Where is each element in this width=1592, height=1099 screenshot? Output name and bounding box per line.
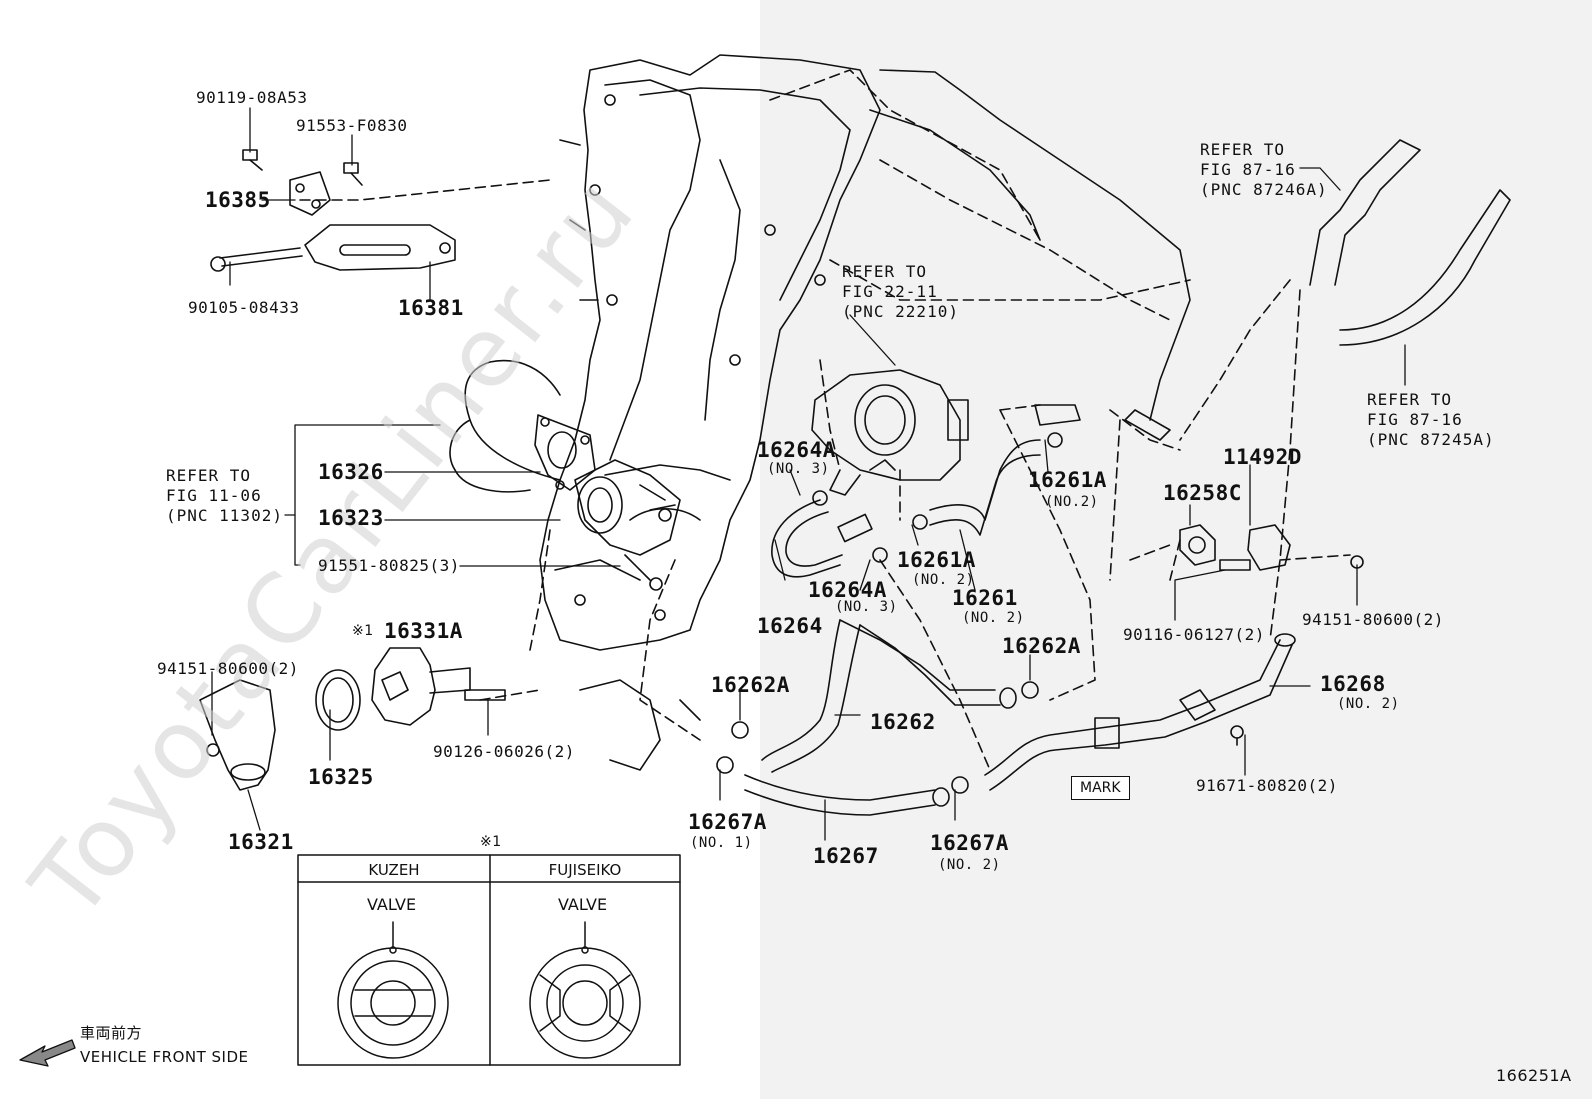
hose-16264 xyxy=(771,499,873,578)
part-label-16326[interactable]: 16326 xyxy=(318,460,384,484)
part-label-91671-80820[interactable]: 91671-80820(2) xyxy=(1196,776,1338,795)
part-label-16264A-upper[interactable]: 16264A xyxy=(757,438,836,462)
hose-16262 xyxy=(761,619,1017,773)
clamps xyxy=(716,432,1063,794)
engine-block-outline xyxy=(449,54,1191,771)
water-inlet-16323 xyxy=(574,459,681,591)
part-label-16267A-no2[interactable]: 16267A xyxy=(930,831,1009,855)
part-label-16261A-mid[interactable]: 16261A xyxy=(897,548,976,572)
gasket-16326 xyxy=(534,414,596,491)
valve-label-kuzeh: VALVE xyxy=(367,895,417,914)
nut-94151-right xyxy=(1350,555,1364,569)
vehicle-front-text-en: VEHICLE FRONT SIDE xyxy=(80,1048,249,1066)
part-label-16385[interactable]: 16385 xyxy=(205,188,271,212)
leader-lines xyxy=(211,107,1406,841)
hose-16261 xyxy=(929,439,1041,536)
part-label-16267[interactable]: 16267 xyxy=(813,844,879,868)
reference-fig-87-16-87246A[interactable]: REFER TO FIG 87-16 (PNC 87246A) xyxy=(1200,140,1328,199)
part-label-16268[interactable]: 16268 xyxy=(1320,672,1386,696)
reference-fig-11-06[interactable]: REFER TO FIG 11-06 (PNC 11302) xyxy=(166,466,283,525)
part-label-16323[interactable]: 16323 xyxy=(318,506,384,530)
dashed-cover-outline xyxy=(299,69,1351,771)
bolt-90116 xyxy=(1219,559,1251,571)
part-sub-16267A-no2: (NO. 2) xyxy=(938,857,1001,873)
table-header-fujiseiko: FUJISEIKO xyxy=(548,861,622,879)
part-label-16261A-right[interactable]: 16261A xyxy=(1028,468,1107,492)
part-label-16258C[interactable]: 16258C xyxy=(1163,481,1242,505)
reference-fig-22-11[interactable]: REFER TO FIG 22-11 (PNC 22210) xyxy=(842,262,959,321)
gasket-16325 xyxy=(315,669,361,731)
mark-label: MARK xyxy=(1071,776,1130,800)
shaded-background-panel xyxy=(760,0,1592,1099)
part-label-16331A[interactable]: 16331A xyxy=(384,619,463,643)
part-label-16325[interactable]: 16325 xyxy=(308,765,374,789)
part-label-90126-06026[interactable]: 90126-06026(2) xyxy=(433,742,575,761)
bolt-90119 xyxy=(242,149,263,171)
part-label-16262A-right[interactable]: 16262A xyxy=(1002,634,1081,658)
plate-16258C xyxy=(1179,524,1216,566)
part-sub-16261A-right: (NO.2) xyxy=(1045,494,1099,510)
part-label-16261[interactable]: 16261 xyxy=(952,586,1018,610)
part-label-16381[interactable]: 16381 xyxy=(398,296,464,320)
plate-11492D xyxy=(1247,524,1291,571)
diagram-id: 166251A xyxy=(1496,1066,1572,1085)
thermostat-16331A xyxy=(371,647,471,726)
water-inlet-16321 xyxy=(199,679,276,791)
part-label-16264A-lower[interactable]: 16264A xyxy=(808,578,887,602)
note-symbol-16331A: ※1 xyxy=(352,623,374,639)
part-label-90105-08433[interactable]: 90105-08433 xyxy=(188,298,300,317)
part-label-16262A-left[interactable]: 16262A xyxy=(711,673,790,697)
hose-misc-pipe xyxy=(1034,404,1171,441)
part-sub-16268: (NO. 2) xyxy=(1337,696,1400,712)
part-label-16321[interactable]: 16321 xyxy=(228,830,294,854)
pipe-16268 xyxy=(984,633,1296,791)
part-sub-16267A-no1: (NO. 1) xyxy=(690,835,753,851)
part-sub-16261: (NO. 2) xyxy=(962,610,1025,626)
heater-hose-87245A xyxy=(1339,189,1511,346)
table-note-symbol: ※1 xyxy=(480,834,502,850)
part-label-94151-80600-right[interactable]: 94151-80600(2) xyxy=(1302,610,1444,629)
throttle-body xyxy=(811,369,969,496)
bracket-16381 xyxy=(304,224,456,271)
vehicle-front-text-jp: 車両前方 xyxy=(80,1024,143,1042)
part-label-16262[interactable]: 16262 xyxy=(870,710,936,734)
table-header-kuzeh: KUZEH xyxy=(368,861,420,879)
bolt-90105 xyxy=(210,247,303,272)
bolt-91671 xyxy=(1230,725,1244,746)
part-label-16264[interactable]: 16264 xyxy=(757,614,823,638)
valve-label-fujiseiko: VALVE xyxy=(558,895,608,914)
stud-90126 xyxy=(464,689,506,701)
part-sub-16264A-upper: (NO. 3) xyxy=(767,461,830,477)
part-label-11492D[interactable]: 11492D xyxy=(1223,445,1302,469)
bolt-91553 xyxy=(343,162,363,186)
part-label-94151-80600-left[interactable]: 94151-80600(2) xyxy=(157,659,299,678)
part-label-91553-F0830[interactable]: 91553-F0830 xyxy=(296,116,408,135)
part-label-90116-06127[interactable]: 90116-06127(2) xyxy=(1123,625,1265,644)
heater-hose-87246A xyxy=(1309,139,1421,286)
part-sub-16264A-lower: (NO. 3) xyxy=(835,599,898,615)
reference-fig-87-16-87245A[interactable]: REFER TO FIG 87-16 (PNC 87245A) xyxy=(1367,390,1495,449)
part-label-90119-08A53[interactable]: 90119-08A53 xyxy=(196,88,308,107)
hose-16267 xyxy=(744,774,950,816)
part-label-16267A-no1[interactable]: 16267A xyxy=(688,810,767,834)
bracket-16385 xyxy=(289,171,331,216)
thermostat-variant-table xyxy=(297,854,681,1066)
vehicle-front-arrow xyxy=(19,1039,76,1067)
part-sub-16261A-mid: (NO. 2) xyxy=(912,572,975,588)
part-label-91551-80825[interactable]: 91551-80825(3) xyxy=(318,556,460,575)
